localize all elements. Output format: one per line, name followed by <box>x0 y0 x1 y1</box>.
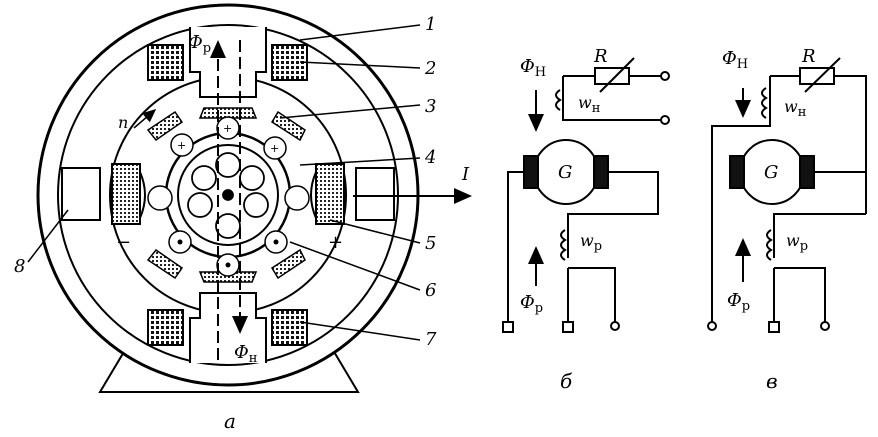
flux-r-label-b: Φр <box>520 292 543 316</box>
caption-a: а <box>224 409 236 433</box>
resistor-label-v: R <box>801 46 816 67</box>
brush-right <box>315 163 345 225</box>
pole-winding-top-left <box>147 44 184 81</box>
svg-text:+: + <box>223 122 232 135</box>
rotor-segments <box>146 107 306 283</box>
resistor-b <box>594 67 630 85</box>
figure-b-circuit <box>502 57 670 333</box>
callout-5: 5 <box>425 233 436 254</box>
current-label: I <box>461 164 470 185</box>
svg-text:+: + <box>177 139 186 152</box>
flux-r-label-v: Φр <box>727 290 750 314</box>
caption-b: б <box>560 369 573 393</box>
plus-sign: + <box>328 232 343 253</box>
commutator-circles <box>187 152 269 239</box>
flux-axis <box>133 40 472 360</box>
speed-label: n <box>118 113 128 132</box>
conductor-marks: + + + <box>177 122 279 268</box>
winding-r-label-v: wр <box>786 231 808 254</box>
shaft-ring <box>177 144 279 246</box>
svg-text:+: + <box>270 142 279 155</box>
winding-n-label-v: wн <box>784 97 806 120</box>
pole-winding-bottom-right <box>271 309 308 346</box>
machine-label-b: G <box>558 162 572 183</box>
brush-holders <box>61 163 395 225</box>
minus-sign: − <box>116 232 131 253</box>
brush-left <box>111 163 141 225</box>
pole-winding-bottom-left <box>147 309 184 346</box>
winding-n-label-b: wн <box>578 93 600 116</box>
figure-v-circuit <box>707 57 867 333</box>
resistor-label-b: R <box>593 46 608 67</box>
flux-r-label-a: Φр <box>188 32 211 56</box>
additional-poles <box>147 27 308 363</box>
callout-leaders <box>27 24 421 341</box>
callout-2: 2 <box>424 58 436 79</box>
flux-n-label-b: ΦН <box>520 56 546 80</box>
callout-4: 4 <box>424 147 436 168</box>
flux-n-label-v: ΦН <box>722 48 748 72</box>
callout-8: 8 <box>14 256 25 277</box>
callout-1: 1 <box>425 14 436 35</box>
callout-3: 3 <box>425 96 436 117</box>
machine-label-v: G <box>764 162 778 183</box>
caption-v: в <box>766 369 778 393</box>
callout-6: 6 <box>425 280 436 301</box>
callout-7: 7 <box>425 329 437 350</box>
flux-n-label-a: Φн <box>234 342 257 366</box>
winding-r-label-b: wр <box>580 231 602 254</box>
